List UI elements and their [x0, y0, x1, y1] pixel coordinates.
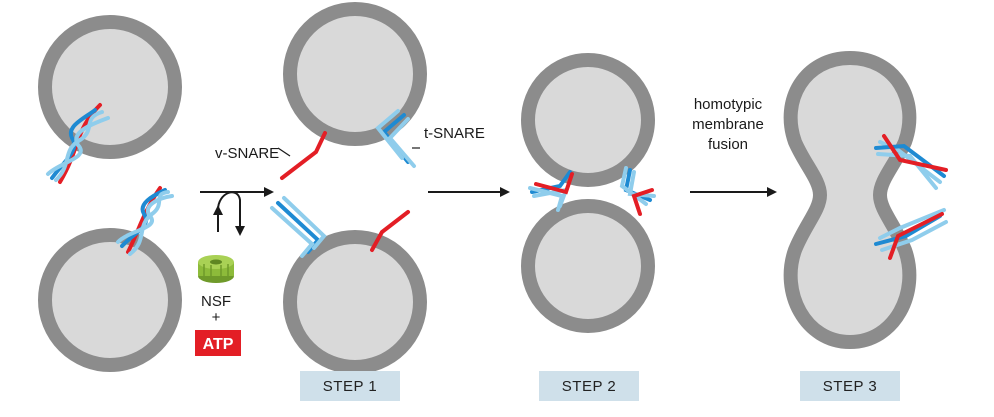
step-3-box: STEP 3: [800, 371, 900, 401]
nsf-recycle-arrow: [200, 187, 274, 236]
vesicle-step1-top: [283, 2, 427, 146]
cis-snare-complex-bottom: [116, 186, 174, 256]
step-1-label: STEP 1: [323, 378, 377, 395]
t-snare-step1-top: [375, 109, 416, 168]
vesicle-top-left: [38, 15, 182, 159]
cis-snare-step3-bottom: [874, 208, 948, 260]
cis-snare-step3-top: [874, 134, 948, 190]
vesicle-step1-bottom: [283, 230, 427, 374]
t-snare-label: t-SNARE: [424, 125, 485, 142]
nsf-label: NSF: [201, 293, 231, 310]
v-snare-step1-top: [280, 131, 327, 180]
vesicle-step2-bottom: [521, 199, 655, 333]
vesicle-bottom-left: [38, 228, 182, 372]
fused-vesicle: [783, 50, 917, 350]
step-2-box: STEP 2: [539, 371, 639, 401]
v-snare-label: v-SNARE: [215, 145, 279, 162]
cis-snare-complex-top: [46, 103, 110, 184]
t-snare-step1-bottom: [270, 196, 327, 258]
fusion-label-line2: membrane: [692, 116, 764, 133]
vesicle-step2-top: [521, 53, 655, 187]
fusion-label-line3: fusion: [708, 136, 748, 153]
step-1-box: STEP 1: [300, 371, 400, 401]
trans-snare-left: [528, 170, 574, 212]
fusion-label-line1: homotypic: [694, 96, 763, 113]
nsf-icon: [198, 255, 234, 283]
trans-snare-right: [619, 166, 656, 216]
plus-label: +: [212, 309, 221, 326]
v-snare-step1-bottom: [370, 210, 410, 252]
atp-badge: ATP: [195, 330, 241, 356]
v-snare-leader: [277, 147, 291, 157]
atp-label: ATP: [203, 336, 234, 353]
step-3-label: STEP 3: [823, 378, 877, 395]
step-2-label: STEP 2: [562, 378, 616, 395]
